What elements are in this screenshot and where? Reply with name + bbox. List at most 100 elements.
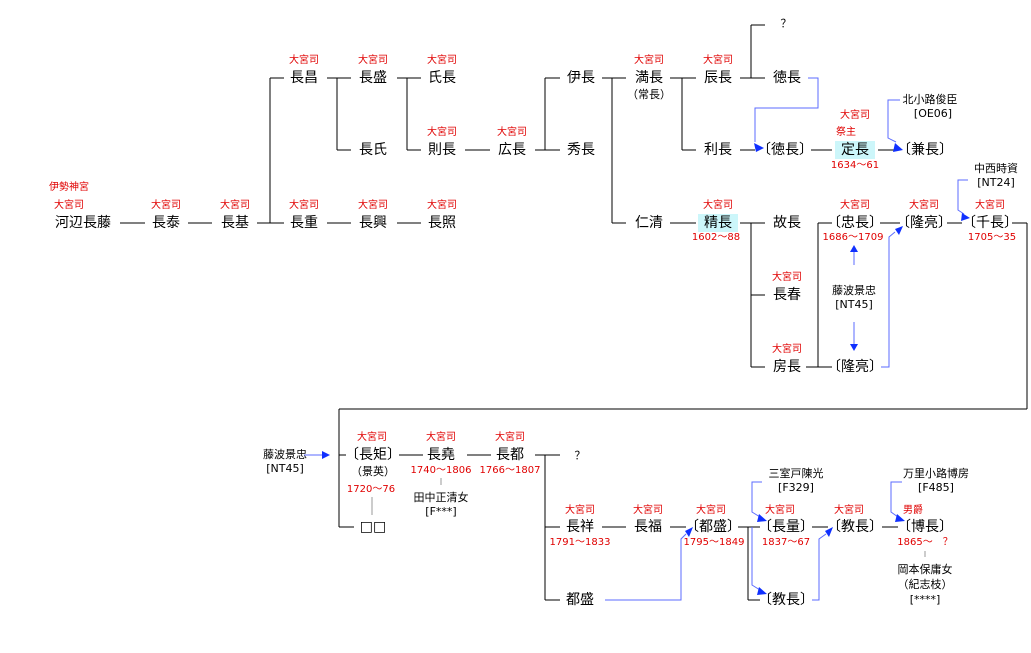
person-chinaga[interactable]: 〔千長〕 (962, 215, 1018, 231)
title-label: 大宮司 (289, 55, 319, 66)
arrow-icon (895, 514, 905, 522)
person-hitokiyo[interactable]: 仁清 (635, 215, 663, 231)
person-nagauji[interactable]: 長氏 (359, 142, 387, 158)
arrow-icon (895, 226, 903, 235)
person-norinaga2[interactable]: 徳長 (773, 70, 801, 86)
title-label: 祭主 (836, 127, 856, 138)
title-label: 大宮司 (840, 110, 870, 121)
alias-label: （紀志枝） (897, 578, 953, 591)
code-label: [NT24] (977, 176, 1015, 189)
person-kitakoji[interactable]: 北小路俊臣 (902, 93, 958, 106)
person-tokinaga[interactable]: 辰長 (704, 70, 732, 86)
person-madenokoji[interactable]: 万里小路博房 (903, 467, 969, 480)
arrow-icon (754, 143, 764, 152)
person-nagayasu[interactable]: 長泰 (152, 215, 180, 231)
person-nagashige[interactable]: 長重 (290, 215, 318, 231)
person-nagafuku[interactable]: 長福 (634, 519, 662, 535)
person-norinaga2-adopted[interactable]: 〔徳長〕 (757, 142, 813, 158)
person-takaaki-birth[interactable]: 〔隆亮〕 (827, 359, 883, 375)
person-hironaga-2[interactable]: 〔博長〕 (897, 519, 953, 535)
person-nagatsune[interactable]: 〔長矩〕 (345, 447, 401, 463)
arrow-icon (850, 245, 858, 252)
person-toshinaga[interactable]: 利長 (704, 142, 732, 158)
title-label: 大宮司 (220, 200, 250, 211)
years-label: 1791〜1833 (549, 537, 611, 548)
alias-label: （常長） (627, 88, 671, 101)
years-label: 1795〜1849 (683, 537, 745, 548)
title-label: 大宮司 (358, 200, 388, 211)
person-unknown-2[interactable]: ？ (574, 449, 586, 462)
arrow-icon (850, 344, 858, 351)
person-hidenaga[interactable]: 秀長 (567, 142, 595, 158)
adoption-lines (304, 77, 968, 601)
code-label: [NT45] (835, 298, 873, 311)
person-nakanishi[interactable]: 中西時資 (974, 162, 1018, 175)
person-takaaki[interactable]: 〔隆亮〕 (896, 215, 952, 231)
years-label: 1766〜1807 (479, 465, 541, 476)
adoption-arrowheads (322, 143, 970, 595)
years-label: 1720〜76 (346, 484, 396, 495)
person-unknown[interactable]: ？ (780, 17, 792, 30)
code-label: [F***] (425, 505, 457, 518)
person-norinaga[interactable]: 則長 (428, 142, 456, 158)
title-label: 大宮司 (427, 55, 457, 66)
years-label: 1740〜1806 (410, 465, 472, 476)
person-fujinami-2[interactable]: 藤波景忠 (263, 448, 307, 461)
person-unknown-box[interactable]: □□ (359, 519, 387, 535)
code-label: [F329] (778, 481, 814, 494)
title-label: 大宮司 (54, 200, 84, 211)
title-label: 大宮司 (765, 505, 795, 516)
title-label: 大宮司 (565, 505, 595, 516)
years-label: 1602〜88 (691, 232, 741, 243)
person-nagaoki[interactable]: 長興 (359, 215, 387, 231)
person-fusanaga[interactable]: 房長 (773, 359, 801, 375)
person-yuenaga[interactable]: 故長 (773, 215, 801, 231)
arrow-icon (757, 514, 767, 522)
code-label: [OE06] (913, 107, 953, 120)
person-tomori-adopted[interactable]: 〔都盛〕 (685, 519, 741, 535)
arrow-icon (893, 143, 903, 152)
lineage-lines (120, 24, 1028, 601)
years-label: 1686〜1709 (822, 232, 884, 243)
person-norinaga-3[interactable]: 〔教長〕 (758, 592, 814, 608)
arrow-icon (757, 587, 767, 595)
title-label: 大宮司 (495, 432, 525, 443)
person-nagato[interactable]: 長都 (496, 447, 524, 463)
person-nagatoshi[interactable]: 長堯 (427, 447, 455, 463)
person-nagamori[interactable]: 長盛 (359, 70, 387, 86)
person-nagaharu[interactable]: 長春 (773, 287, 801, 303)
person-norinaga-4[interactable]: 〔教長〕 (827, 519, 883, 535)
person-tomori[interactable]: 都盛 (566, 592, 594, 608)
person-sadanaga[interactable]: 定長 (835, 141, 875, 159)
person-mitsunaga[interactable]: 満長 (635, 70, 663, 86)
code-label: [****] (909, 593, 941, 606)
person-nagakazu[interactable]: 〔長量〕 (758, 519, 814, 535)
person-nagamoto[interactable]: 長基 (221, 215, 249, 231)
person-sanmuroto[interactable]: 三室戸陳光 (768, 467, 824, 480)
title-label: 大宮司 (696, 505, 726, 516)
person-kanenaga[interactable]: 〔兼長〕 (897, 142, 953, 158)
person-tadanaga[interactable]: 〔忠長〕 (827, 215, 883, 231)
title-label: 大宮司 (426, 432, 456, 443)
person-ujinaga[interactable]: 氏長 (428, 70, 456, 86)
title-label: 大宮司 (633, 505, 663, 516)
title-label: 大宮司 (151, 200, 181, 211)
person-nagayoshi[interactable]: 長祥 (566, 519, 594, 535)
person-kawabe-nagafuji[interactable]: 河辺長藤 (55, 215, 111, 231)
person-kiyonaga[interactable]: 精長 (698, 214, 738, 232)
title-label: 伊勢神宮 (49, 182, 89, 193)
title-label: 大宮司 (703, 55, 733, 66)
title-label: 大宮司 (427, 200, 457, 211)
person-korenaga[interactable]: 伊長 (567, 70, 595, 86)
arrow-icon (322, 451, 330, 459)
title-label: 大宮司 (634, 55, 664, 66)
person-tanaka[interactable]: 田中正清女 (413, 491, 469, 504)
person-nagamasa[interactable]: 長昌 (290, 70, 318, 86)
person-okamoto[interactable]: 岡本保庸女 (897, 563, 953, 576)
person-hironaga[interactable]: 広長 (498, 142, 526, 158)
arrow-icon (685, 527, 693, 537)
title-label: 大宮司 (703, 200, 733, 211)
person-nagateru[interactable]: 長照 (428, 215, 456, 231)
person-fujinami[interactable]: 藤波景忠 (832, 284, 876, 297)
